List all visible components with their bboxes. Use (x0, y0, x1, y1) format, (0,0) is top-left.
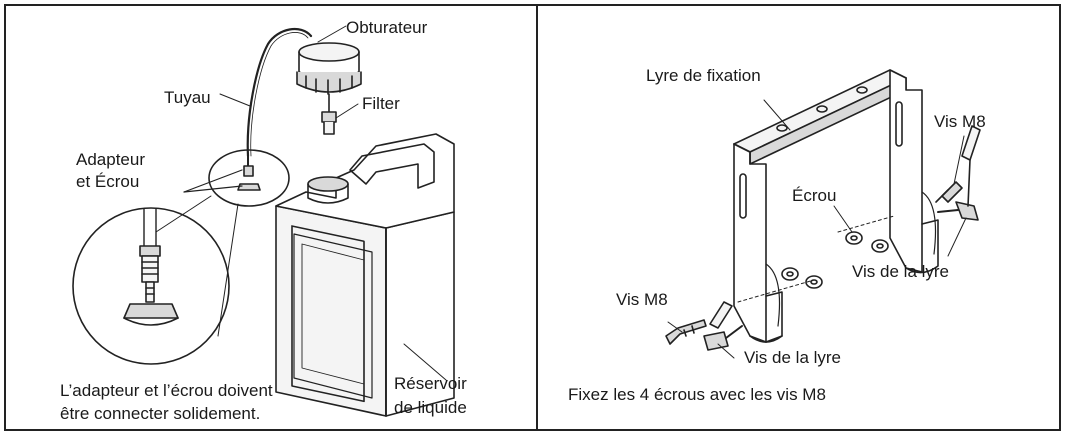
label-vis-de-la-lyre-right: Vis de la lyre (852, 262, 950, 281)
label-reservoir-line2: de liquide (394, 398, 467, 417)
washers-right (837, 215, 895, 253)
filter-part (321, 93, 337, 135)
label-vis-m8-bottom: Vis M8 (616, 290, 668, 309)
magnified-detail-circle (72, 207, 230, 365)
adapter-highlight-circle (208, 149, 290, 207)
bolt-m8-top (935, 181, 963, 203)
hose-inner (250, 32, 309, 157)
caption-left-line1: L’adapteur et l’écrou doivent (60, 381, 273, 400)
cap-obturateur (296, 42, 362, 95)
label-adapteur-line1: Adapteur (76, 150, 145, 169)
washers-left (737, 267, 823, 303)
bracket-drawing (665, 69, 981, 359)
bracket-lyre (733, 69, 939, 343)
caption-left-line2: être connecter solidement. (60, 404, 261, 423)
label-tuyau: Tuyau (164, 88, 211, 107)
label-adapteur-line2: et Écrou (76, 172, 140, 191)
label-vis-m8-top: Vis M8 (934, 112, 986, 131)
reservoir-drawing (72, 25, 455, 417)
instruction-diagram: Obturateur Tuyau Filter Adapteur et Écro… (4, 4, 1061, 431)
bolt-m8-bottom (665, 319, 707, 345)
lever-screw-bottom (703, 301, 743, 351)
label-filter: Filter (362, 94, 400, 113)
hose (246, 27, 313, 158)
label-vis-de-la-lyre-bottom: Vis de la lyre (744, 348, 842, 367)
panel-reservoir-assembly: Obturateur Tuyau Filter Adapteur et Écro… (6, 6, 538, 429)
caption-right: Fixez les 4 écrous avec les vis M8 (568, 385, 826, 404)
lever-screw-right (937, 125, 981, 221)
label-lyre-de-fixation: Lyre de fixation (646, 66, 761, 85)
panel-mounting-bracket: Lyre de fixation Vis M8 Écrou Vis de la … (538, 6, 1059, 429)
label-obturateur: Obturateur (346, 18, 428, 37)
label-ecrou: Écrou (792, 186, 837, 205)
reservoir-jug (275, 133, 455, 417)
label-reservoir-line1: Réservoir (394, 374, 467, 393)
